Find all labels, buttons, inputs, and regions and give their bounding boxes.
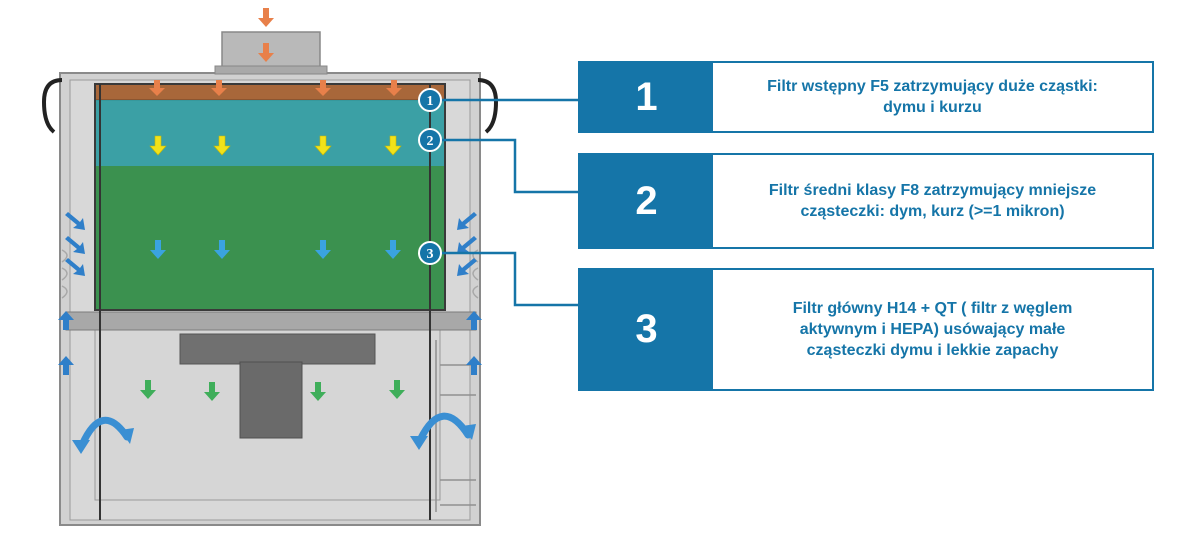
callout-main-filter: 3 Filtr główny H14 + QT ( filtr z węglem… xyxy=(578,268,1154,391)
intake-arrows xyxy=(149,8,402,96)
callout-number: 1 xyxy=(580,63,713,131)
callout-prefilter: 1 Filtr wstępny F5 zatrzymujący duże czą… xyxy=(578,61,1154,133)
marker-2: 2 xyxy=(418,128,442,152)
hepa-flow-arrows xyxy=(150,240,401,259)
svg-text:2: 2 xyxy=(427,134,434,149)
svg-text:1: 1 xyxy=(427,94,434,109)
leader-lines xyxy=(440,98,580,307)
side-intake-arrows xyxy=(58,212,482,375)
filter-f8 xyxy=(95,100,445,166)
callout-description: Filtr wstępny F5 zatrzymujący duże cząst… xyxy=(767,78,1098,116)
callout-number: 3 xyxy=(580,270,713,389)
filter-hepa xyxy=(95,166,445,310)
marker-3: 3 xyxy=(418,241,442,265)
outflow-arrows xyxy=(140,380,405,401)
callout-description: Filtr główny H14 + QT ( filtr z węglem a… xyxy=(792,300,1073,359)
svg-text:3: 3 xyxy=(427,247,434,262)
marker-1: 1 xyxy=(418,88,442,112)
f8-flow-arrows xyxy=(149,135,402,156)
callout-description: Filtr średni klasy F8 zatrzymujący mniej… xyxy=(768,182,1097,220)
callout-number: 2 xyxy=(580,155,713,247)
callout-f8-filter: 2 Filtr średni klasy F8 zatrzymujący mni… xyxy=(578,153,1154,249)
